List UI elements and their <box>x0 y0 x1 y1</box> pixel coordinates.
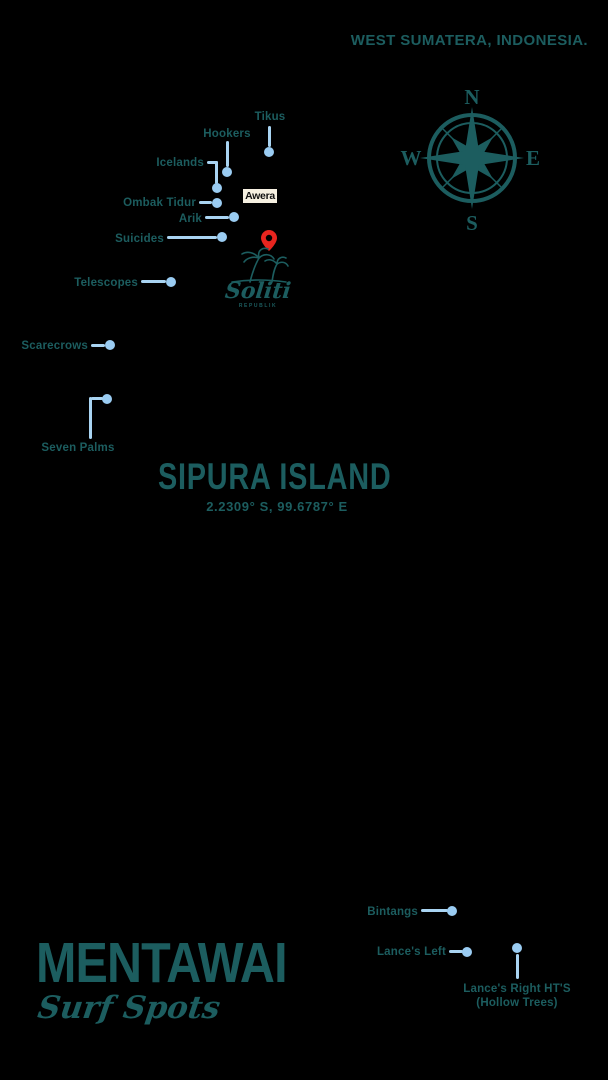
spot-dot-arik <box>229 212 239 222</box>
spot-connector-ombak-tidur <box>199 201 212 204</box>
spot-connector-telescopes <box>141 280 166 283</box>
map-title: MENTAWAI <box>36 930 331 996</box>
spot-dot-suicides <box>217 232 227 242</box>
spot-connector-bintangs <box>421 909 448 912</box>
spot-connector-arik <box>205 216 229 219</box>
compass-south-label: S <box>466 211 478 235</box>
spot-connector-tikus <box>268 126 271 147</box>
resort-logo: Soliti REPUBLIK <box>224 247 292 309</box>
spot-connector-hookers <box>226 141 229 167</box>
spot-label-lances-right-name: Lance's Right HT'S <box>463 983 571 995</box>
spot-connector-suicides <box>167 236 217 239</box>
spot-label-lances-right-sub: (Hollow Trees) <box>476 997 558 1010</box>
compass-east-label: E <box>526 146 540 170</box>
resort-logo-name: Soliti <box>223 278 293 304</box>
spot-label-lances-right: Lance's Right HT'S (Hollow Trees) <box>442 982 592 1011</box>
spot-connector-seven-palms-h <box>91 397 103 400</box>
spot-dot-lances-right <box>512 943 522 953</box>
region-title: WEST SUMATERA, INDONESIA. <box>350 32 588 49</box>
location-pin-icon <box>261 230 277 251</box>
map-subtitle: Surf Spots <box>35 990 223 1026</box>
spot-connector-seven-palms-v <box>89 397 92 439</box>
awera-island-label: Awera <box>243 189 277 203</box>
island-coordinates: 2.2309° S, 99.6787° E <box>206 499 348 514</box>
spot-connector-lances-left <box>449 950 463 953</box>
resort-logo-subtext: REPUBLIK <box>238 303 278 309</box>
palm-trees-icon <box>231 247 289 283</box>
spot-connector-lances-right <box>516 954 519 979</box>
spot-label-icelands: Icelands <box>156 157 204 169</box>
spot-label-hookers: Hookers <box>203 128 251 140</box>
spot-label-tikus: Tikus <box>254 111 286 123</box>
spot-label-suicides: Suicides <box>115 233 164 245</box>
spot-dot-ombak-tidur <box>212 198 222 208</box>
spot-label-telescopes: Telescopes <box>74 277 138 289</box>
spot-label-bintangs: Bintangs <box>367 906 418 918</box>
spot-dot-scarecrows <box>105 340 115 350</box>
compass-north-label: N <box>464 85 479 109</box>
spot-label-seven-palms: Seven Palms <box>41 442 115 454</box>
spot-label-lances-left: Lance's Left <box>376 946 446 958</box>
spot-dot-seven-palms <box>102 394 112 404</box>
spot-dot-hookers <box>222 167 232 177</box>
spot-dot-bintangs <box>447 906 457 916</box>
island-title: SIPURA ISLAND <box>75 456 475 498</box>
spot-label-scarecrows: Scarecrows <box>21 340 88 352</box>
spot-label-ombak-tidur: Ombak Tidur <box>123 197 196 209</box>
island-title-text: SIPURA ISLAND <box>158 456 392 497</box>
spot-connector-scarecrows <box>91 344 105 347</box>
map-title-text: MENTAWAI <box>36 931 288 995</box>
spot-dot-icelands <box>212 183 222 193</box>
spot-dot-telescopes <box>166 277 176 287</box>
spot-connector-icelands-h <box>207 161 218 164</box>
spot-label-arik: Arik <box>178 213 202 225</box>
compass-rose-icon: N E S W <box>401 85 541 235</box>
spot-dot-lances-left <box>462 947 472 957</box>
spot-dot-tikus <box>264 147 274 157</box>
spot-connector-icelands-v <box>215 161 218 184</box>
compass-west-label: W <box>401 146 422 170</box>
